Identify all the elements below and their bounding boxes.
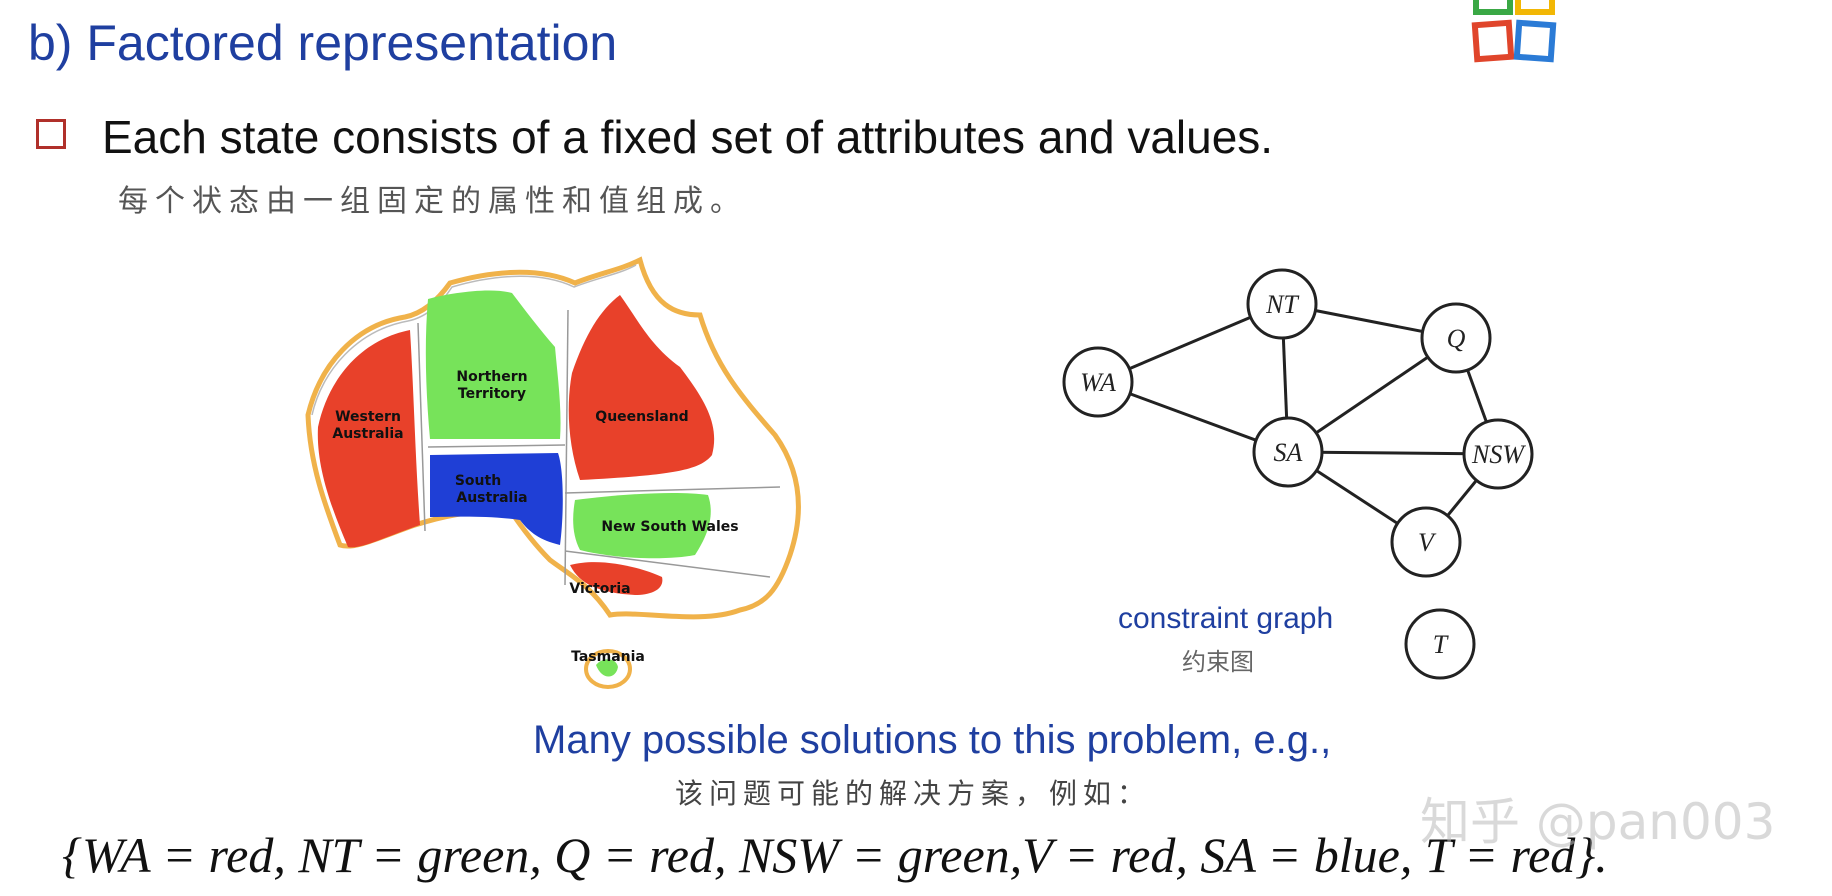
map-label-queensland: Queensland xyxy=(595,409,688,425)
australia-map: Western Australia Northern Territory Que… xyxy=(305,256,801,689)
map-region-queensland xyxy=(568,295,715,480)
graph-node-label-q: Q xyxy=(1447,324,1466,353)
graph-node-sa xyxy=(1252,416,1324,488)
graph-node-v xyxy=(1390,506,1462,578)
graph-node-label-nt: NT xyxy=(1265,290,1299,319)
watermark: 知乎 @pan003 xyxy=(1420,793,1776,851)
map-label-south-australia-1: South xyxy=(455,473,501,489)
bullet-square-icon xyxy=(36,119,66,149)
page-title: b) Factored representation xyxy=(28,15,618,71)
map-label-northern-territory-1: Northern xyxy=(456,369,527,385)
graph-node-label-nsw: NSW xyxy=(1471,440,1526,469)
map-outline xyxy=(305,256,801,620)
logo-icon xyxy=(1471,0,1557,63)
graph-node-label-t: T xyxy=(1433,630,1449,659)
graph-caption-translation: 约束图 xyxy=(1182,648,1254,676)
map-label-new-south-wales: New South Wales xyxy=(601,519,738,535)
solution-heading: Many possible solutions to this problem,… xyxy=(533,718,1332,762)
graph-node-nt xyxy=(1246,268,1318,340)
graph-node-q xyxy=(1420,302,1492,374)
bullet-text: Each state consists of a fixed set of at… xyxy=(102,111,1274,163)
graph-caption: constraint graph xyxy=(1118,602,1334,635)
map-region-victoria xyxy=(570,562,663,595)
graph-node-t xyxy=(1404,608,1476,680)
map-label-tasmania: Tasmania xyxy=(571,649,645,665)
map-outline-tasmania xyxy=(584,649,632,689)
bullet-translation: 每个状态由一组固定的属性和值组成。 xyxy=(118,184,747,219)
constraint-graph: WA NT Q SA NSW V T xyxy=(1062,268,1534,680)
map-region-northern-territory xyxy=(425,290,561,439)
graph-node-label-wa: WA xyxy=(1080,368,1116,397)
map-region-new-south-wales xyxy=(573,492,711,559)
map-label-victoria: Victoria xyxy=(569,581,630,597)
graph-node-label-v: V xyxy=(1418,528,1437,557)
map-label-western-australia-1: Western xyxy=(335,409,401,425)
map-region-tasmania xyxy=(596,659,618,677)
map-label-south-australia-2: Australia xyxy=(456,490,527,506)
map-region-western-australia xyxy=(317,330,420,548)
graph-node-wa xyxy=(1062,346,1134,418)
graph-node-label-sa: SA xyxy=(1274,438,1303,467)
graph-node-nsw xyxy=(1462,418,1534,490)
map-label-northern-territory-2: Territory xyxy=(458,386,526,402)
solution-heading-translation: 该问题可能的解决方案，例如： xyxy=(675,777,1152,810)
map-region-south-australia xyxy=(430,453,563,545)
map-label-western-australia-2: Australia xyxy=(332,426,403,442)
solution-formula: {WA = red, NT = green, Q = red, NSW = gr… xyxy=(62,827,1608,883)
